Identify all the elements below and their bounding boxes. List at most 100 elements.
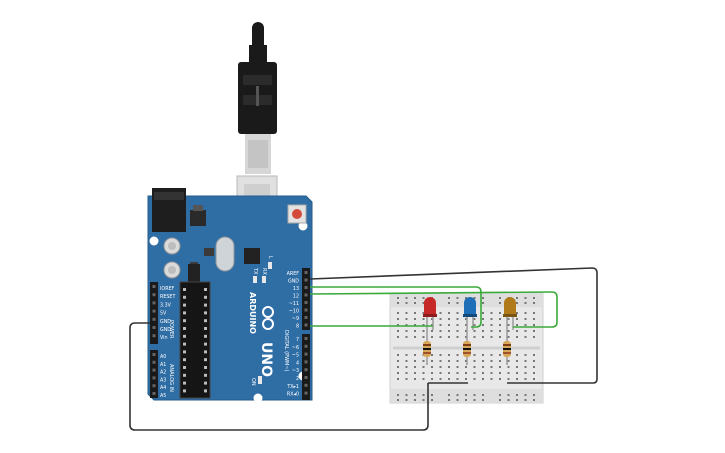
digital-header-bottom[interactable]	[302, 334, 310, 400]
header-pin[interactable]	[304, 344, 308, 348]
breadboard-hole	[448, 336, 450, 338]
resistor[interactable]	[463, 332, 471, 365]
header-pin[interactable]	[304, 301, 308, 304]
breadboard-hole	[405, 378, 408, 380]
breadboard-hole	[397, 354, 399, 356]
usb-chip	[244, 248, 260, 264]
breadboard-hole	[465, 399, 467, 401]
header-pin[interactable]	[152, 317, 156, 321]
arduino-uno-board[interactable]: ARDUINO UNO TX RX L ON DIGITAL (PWM~) PO…	[147, 188, 313, 403]
breadboard-hole	[516, 378, 518, 380]
breadboard-hole	[499, 330, 501, 332]
reset-button[interactable]	[287, 204, 307, 224]
header-pin[interactable]	[304, 391, 308, 395]
resistor[interactable]	[423, 332, 431, 365]
breadboard-hole	[524, 366, 527, 368]
breadboard-hole	[516, 324, 518, 326]
breadboard-hole	[490, 324, 493, 326]
analog-header[interactable]	[150, 350, 158, 398]
header-pin[interactable]	[304, 337, 308, 340]
header-pin[interactable]	[152, 353, 156, 356]
led-blue[interactable]	[463, 297, 477, 332]
resistor[interactable]	[503, 332, 511, 365]
wire-gnd[interactable]	[309, 267, 598, 384]
digital-header-top[interactable]	[302, 268, 310, 330]
wire-pin-13[interactable]	[310, 286, 482, 328]
breadboard-hole	[448, 312, 450, 314]
usb-cable[interactable]	[238, 22, 277, 174]
breadboard-hole	[482, 297, 484, 299]
header-pin[interactable]	[304, 368, 308, 372]
breadboard-hole	[422, 378, 425, 380]
breadboard-hole	[473, 372, 476, 374]
header-pin[interactable]	[304, 293, 308, 297]
breadboard-hole	[414, 297, 416, 299]
power-header[interactable]	[150, 282, 158, 344]
breadboard-hole	[499, 354, 501, 356]
breadboard-hole	[448, 354, 450, 356]
breadboard-hole	[414, 312, 416, 314]
pin-label-digital: ~5	[292, 353, 299, 359]
chip-pin	[183, 319, 186, 323]
breadboard-hole	[397, 336, 399, 338]
header-pin[interactable]	[152, 384, 156, 388]
header-pin[interactable]	[304, 376, 308, 379]
on-led	[258, 376, 262, 384]
header-pin[interactable]	[304, 271, 308, 274]
header-pin[interactable]	[152, 309, 156, 313]
header-pin[interactable]	[152, 376, 156, 380]
breadboard-hole	[397, 297, 399, 299]
breadboard-hole	[414, 324, 416, 326]
breadboard-hole	[431, 394, 433, 396]
breadboard-hole	[405, 360, 408, 362]
header-pin[interactable]	[152, 360, 156, 364]
breadboard-hole	[439, 324, 442, 326]
pin-label-analog: A0	[160, 354, 166, 360]
breadboard-hole	[533, 312, 535, 314]
header-pin[interactable]	[304, 308, 308, 312]
breadboard-hole	[524, 399, 527, 401]
header-pin[interactable]	[304, 383, 308, 387]
breadboard-hole	[448, 360, 450, 362]
breadboard-hole	[439, 318, 442, 320]
header-pin[interactable]	[152, 293, 156, 297]
breadboard-hole	[507, 372, 510, 374]
header-pin[interactable]	[304, 316, 308, 319]
pin-label-digital: 7	[296, 337, 299, 343]
header-pin[interactable]	[152, 326, 156, 329]
header-pin[interactable]	[152, 334, 156, 338]
header-pin[interactable]	[152, 301, 156, 305]
breadboard-hole	[507, 394, 510, 396]
header-pin[interactable]	[304, 278, 308, 282]
header-pin[interactable]	[304, 286, 308, 289]
led-red[interactable]	[423, 297, 437, 332]
header-pin[interactable]	[152, 392, 156, 395]
breadboard-hole	[524, 312, 527, 314]
digital-label: DIGITAL (PWM~)	[283, 330, 289, 372]
breadboard-hole	[414, 366, 416, 368]
header-pin[interactable]	[304, 360, 308, 364]
pin-label-analog: A1	[160, 362, 166, 368]
breadboard-hole	[439, 330, 442, 332]
chip-pin	[204, 288, 207, 291]
header-pin[interactable]	[304, 352, 308, 356]
pin-label-digital: ~10	[289, 309, 299, 315]
breadboard-hole	[448, 324, 450, 326]
breadboard-hole	[507, 360, 510, 362]
breadboard-hole	[405, 399, 408, 401]
pin-label-digital: GND	[288, 279, 299, 285]
wire-ground-loop[interactable]	[129, 322, 429, 431]
breadboard-hole	[456, 378, 459, 380]
chip-pin	[183, 366, 186, 369]
breadboard-hole	[516, 297, 518, 299]
breadboard-hole	[397, 324, 399, 326]
header-pin[interactable]	[152, 368, 156, 372]
header-pin[interactable]	[152, 285, 156, 288]
breadboard-hole	[422, 312, 425, 314]
pin-label-analog: A2	[160, 370, 166, 376]
led-yellow[interactable]	[503, 297, 517, 332]
breadboard-hole	[507, 399, 510, 401]
header-pin[interactable]	[304, 323, 308, 327]
wire-pin-12[interactable]	[309, 291, 558, 328]
